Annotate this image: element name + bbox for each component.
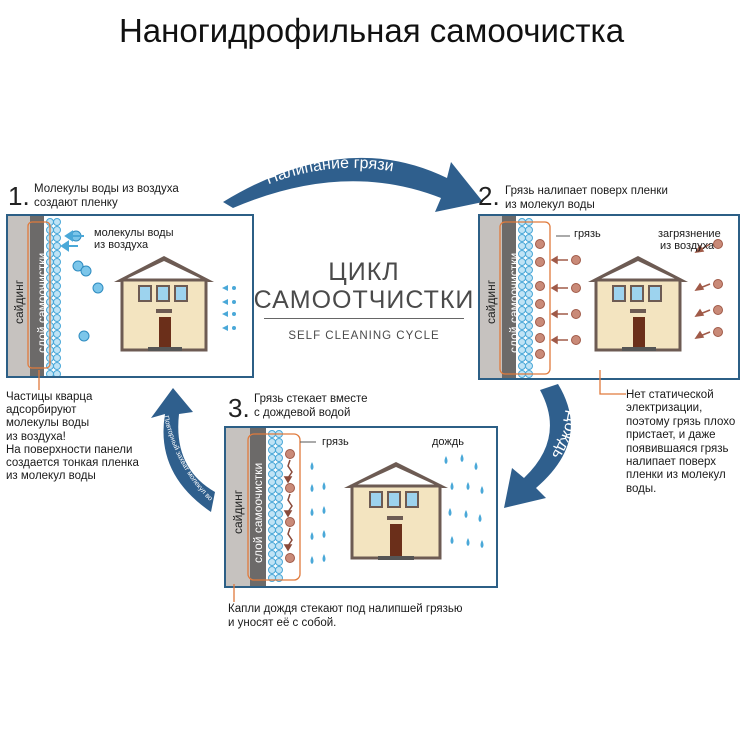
step2-layer	[502, 216, 516, 378]
step1-molecule-column	[46, 218, 61, 376]
step3-house-icon	[344, 462, 448, 560]
arrow-left: Повторный захват молекул воды	[145, 388, 215, 512]
step1-note-line: из воздуха!	[6, 430, 66, 443]
step1-layer	[30, 216, 44, 376]
step2-panel: сайдинг слой самоочистки	[478, 214, 740, 380]
step1-panel: сайдинг слой самоочистки	[6, 214, 254, 378]
step1-siding	[8, 216, 30, 376]
step1-caption-line2: создают пленку	[34, 197, 118, 209]
step3-number: 3.	[228, 393, 250, 423]
step3-caption-line1: Грязь стекает вместе	[254, 393, 368, 405]
step1-note-line: На поверхности панели	[6, 443, 133, 456]
step2-note-line: воды.	[626, 482, 657, 495]
step2-siding	[480, 216, 502, 378]
step2-note-line: Нет статической	[626, 389, 714, 401]
step1-molecule-arrows	[60, 230, 84, 252]
center-title-line1: ЦИКЛ	[328, 258, 400, 286]
step1-number: 1.	[8, 181, 30, 211]
step2-dirt-arrows	[550, 243, 711, 345]
step1-note-line: Частицы кварца	[6, 391, 93, 403]
step2-note-line: налипает поверх	[626, 456, 716, 469]
step2-note-line: поэтому грязь плохо	[626, 415, 736, 428]
step3-note-line1: Капли дождя стекают под налипшей грязью	[228, 603, 463, 615]
step1-molecules-label-2: из воздуха	[94, 239, 149, 251]
step2-note-line: появившаяся грязь	[626, 442, 729, 455]
step2-number: 2.	[478, 181, 500, 211]
step2-note-line: электризации,	[626, 402, 703, 415]
arrow-top: Налипание грязи	[223, 155, 483, 212]
step3-panel: сайдинг слой самоочистки	[224, 426, 498, 588]
step3-layer	[250, 428, 266, 586]
step1-note-line: адсорбируют	[6, 404, 77, 417]
step2-pollution-label-1: загрязнение	[658, 228, 721, 240]
step3-note-line2: и уносят её с собой.	[228, 617, 337, 629]
step1-note-line: из молекул воды	[6, 470, 96, 483]
step3-molecule-column	[268, 430, 283, 582]
step2-scene	[499, 218, 723, 378]
step3-siding	[226, 428, 250, 586]
step3-caption-line2: с дождевой водой	[254, 407, 351, 419]
step2-dirt-particles	[535, 239, 723, 359]
step1-caption-line1: Молекулы воды из воздуха	[34, 183, 179, 195]
arrow-right: Дождь	[504, 384, 581, 508]
step3-raindrops	[310, 454, 484, 564]
step1-molecules-label-1: молекулы воды	[94, 227, 174, 239]
step2-dirt-label: грязь	[574, 228, 601, 240]
step2-molecule-column	[518, 218, 533, 378]
step3-trickle-arrows	[283, 459, 293, 552]
step2-house-icon	[588, 256, 688, 352]
step1-note-line: создается тонкая пленка	[6, 457, 139, 470]
step2-note-line: пристает, и даже	[626, 429, 716, 442]
step1-scene	[27, 218, 236, 376]
step2-note-line: пленки из молекул	[626, 469, 726, 482]
step3-leader-line	[233, 584, 235, 602]
step1-note-line: молекулы воды	[6, 417, 90, 430]
center-subtitle: SELF CLEANING CYCLE	[288, 330, 440, 342]
step3-dirt-with-rain	[285, 449, 295, 563]
step1-airborne-molecules	[70, 230, 104, 342]
step2-caption-line1: Грязь налипает поверх пленки	[505, 185, 668, 197]
center-divider	[264, 318, 464, 319]
step1-leader-line	[38, 370, 40, 390]
step3-scene	[247, 430, 484, 582]
step3-rain-label: дождь	[432, 436, 464, 448]
step1-house-icon	[114, 256, 214, 352]
step1-air-arrows	[222, 285, 236, 331]
svg-text:Налипание грязи: Налипание грязи	[264, 155, 395, 188]
step3-dirt-label: грязь	[322, 436, 349, 448]
step2-pollution-label-2: из воздуха	[660, 240, 715, 252]
step2-caption-line2: из молекул воды	[505, 199, 595, 211]
center-title-line2: САМООТЧИСТКИ	[253, 286, 475, 314]
step2-note: Нет статической электризации, поэтому гр…	[626, 389, 735, 496]
step1-note: Частицы кварца адсорбируют молекулы воды…	[6, 391, 139, 483]
page-title: Наногидрофильная самоочистка	[118, 12, 625, 49]
arrow-top-label: Налипание грязи	[264, 155, 395, 188]
step2-leader-line	[599, 370, 626, 395]
